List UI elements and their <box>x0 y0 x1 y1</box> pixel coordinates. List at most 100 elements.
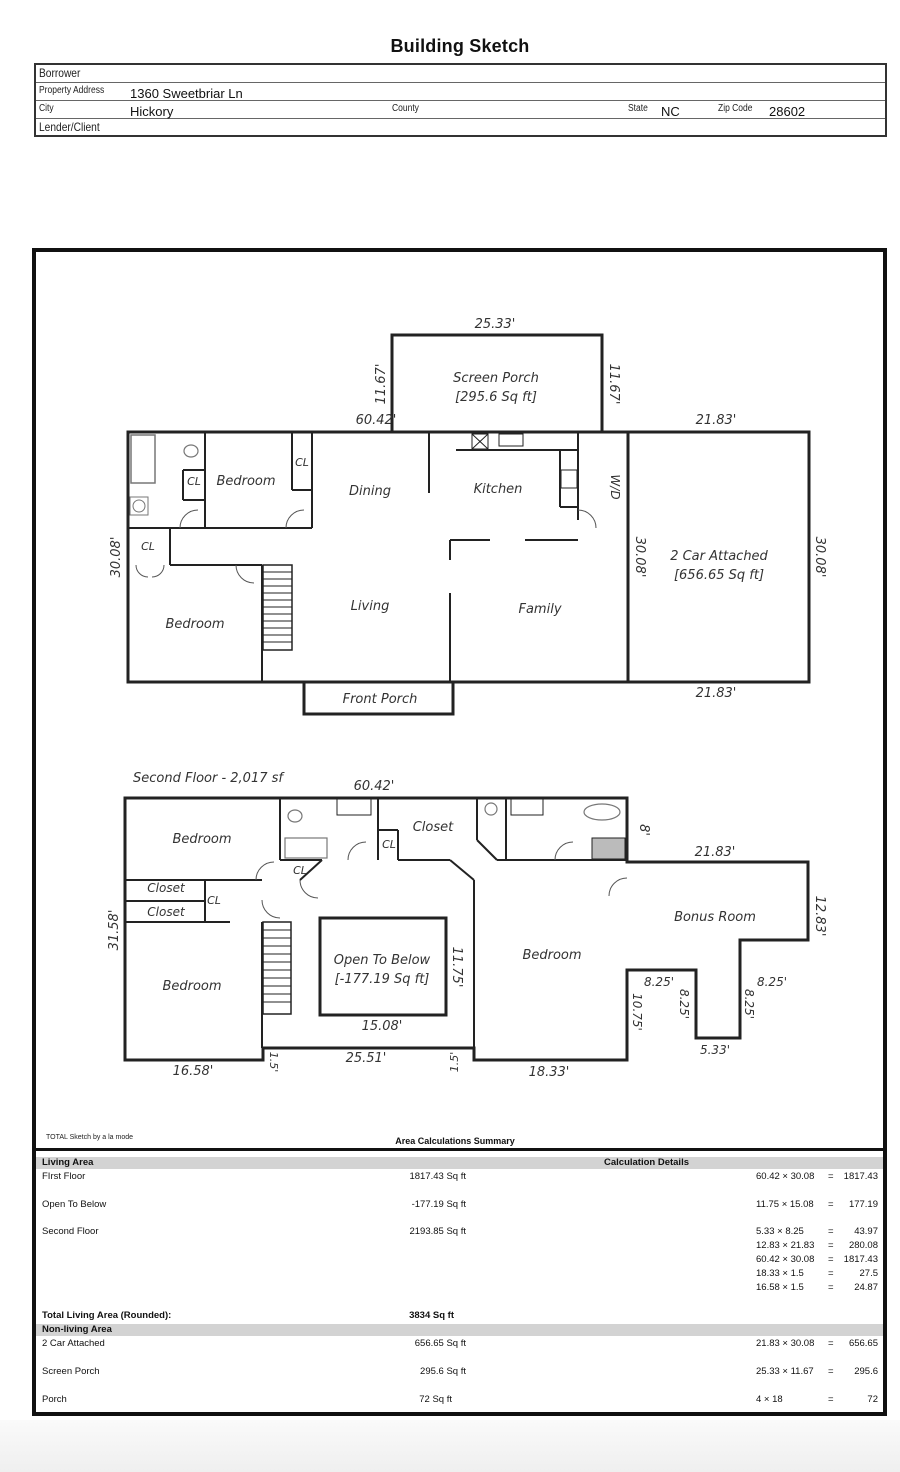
area-calculations-summary: Living Area Calculation Details FIrst Fl… <box>36 1148 883 1412</box>
living-area-header: Living Area Calculation Details <box>36 1157 883 1169</box>
room-screen-porch: Screen Porch <box>453 371 539 386</box>
row-area-second-floor: 2193.85 Sq ft <box>409 1226 466 1237</box>
row-area-porch: 72 Sq ft <box>419 1394 452 1405</box>
dim-otb-height: 11.75' <box>449 947 464 988</box>
room-garage-area: [656.65 Sq ft] <box>674 568 764 583</box>
room-cl-2: CL <box>295 456 309 469</box>
room-open-to-below-area: [-177.19 Sq ft] <box>335 972 430 987</box>
city-value: Hickory <box>130 104 174 119</box>
row-label-open-to-below: Open To Below <box>42 1199 107 1210</box>
row-label-second-floor: Second Floor <box>42 1226 99 1237</box>
dim-otb-width: 15.08' <box>362 1019 403 1034</box>
living-area-heading: Living Area <box>42 1157 94 1168</box>
page-bottom-background <box>0 1420 900 1472</box>
dim-porch-right: 11.67' <box>606 364 621 405</box>
dim-notch-top-left: 8.25' <box>644 975 674 989</box>
room-2f-bedroom-1: Bedroom <box>172 832 231 847</box>
room-cl-1: CL <box>187 475 201 488</box>
room-closet-3: Closet <box>413 820 454 835</box>
document-title: Building Sketch <box>390 36 530 56</box>
room-kitchen: Kitchen <box>474 482 523 497</box>
row-label-screen-porch: Screen Porch <box>42 1366 100 1377</box>
front-porch-outline <box>302 680 455 716</box>
room-cl-3: CL <box>141 540 155 553</box>
dim-notch-bottom: 5.33' <box>700 1043 730 1057</box>
zip-label: Zip Code <box>718 103 753 114</box>
room-bedroom-1: Bedroom <box>216 474 275 489</box>
row-area-garage: 656.65 Sq ft <box>414 1338 466 1349</box>
room-family: Family <box>518 602 561 617</box>
floor-plan: 25.33' Screen Porch [295.6 Sq ft] 11.67'… <box>107 317 827 1080</box>
lender-row: Lender/Client <box>36 119 885 137</box>
dim-porch-top: 25.33' <box>475 317 516 332</box>
row-area-open-to-below: -177.19 Sq ft <box>411 1199 466 1210</box>
dim-bonus-right: 12.83' <box>812 896 827 937</box>
room-screen-porch-area: [295.6 Sq ft] <box>455 390 537 405</box>
city-row: City Hickory County State NC Zip Code 28… <box>36 101 885 119</box>
address-row: Property Address 1360 Sweetbriar Ln <box>36 83 885 101</box>
dim-main-width: 60.42' <box>356 413 397 428</box>
room-2f-cl-2: CL <box>293 864 307 877</box>
room-2f-cl-1: CL <box>382 838 396 851</box>
property-info-table: Borrower Property Address 1360 Sweetbria… <box>34 63 887 137</box>
sketch-frame <box>32 248 887 1416</box>
dim-2f-top: 60.42' <box>354 779 395 794</box>
second-floor-title: Second Floor - 2,017 sf <box>133 771 285 786</box>
nonliving-area-header: Non-living Area <box>36 1324 883 1336</box>
room-open-to-below: Open To Below <box>334 953 431 968</box>
second-floor-outline <box>123 796 810 1062</box>
dim-bonus-left: 10.75' <box>630 993 644 1031</box>
city-label: City <box>39 103 54 114</box>
zip-value: 28602 <box>769 104 806 119</box>
room-garage: 2 Car Attached <box>670 549 768 564</box>
dim-notch-top-right: 8.25' <box>757 975 787 989</box>
dim-bath-right: 8' <box>636 824 651 836</box>
room-closet-2: Closet <box>147 905 186 919</box>
room-bonus: Bonus Room <box>674 910 756 925</box>
row-area-screen-porch: 295.6 Sq ft <box>420 1366 466 1377</box>
row-label-porch: Porch <box>42 1394 67 1405</box>
dim-bonus-top: 21.83' <box>695 845 736 860</box>
property-address-label: Property Address <box>39 85 105 96</box>
dim-2f-bottom-mid: 25.51' <box>346 1051 387 1066</box>
dim-step-right: 1.5' <box>448 1052 461 1073</box>
room-front-porch: Front Porch <box>343 692 418 707</box>
room-2f-cl-3: CL <box>207 894 221 907</box>
dim-garage-top: 21.83' <box>696 413 737 428</box>
dim-garage-right: 30.08' <box>812 537 827 578</box>
dim-garage-left: 30.08' <box>632 537 647 578</box>
row-area-first-floor: 1817.43 Sq ft <box>409 1171 466 1182</box>
nonliving-area-heading: Non-living Area <box>42 1324 112 1335</box>
room-closet-1: Closet <box>147 881 186 895</box>
dim-step-left: 1.5' <box>267 1052 280 1073</box>
dim-2f-left: 31.58' <box>107 910 122 951</box>
row-label-garage: 2 Car Attached <box>42 1338 105 1349</box>
software-credit: TOTAL Sketch by a la mode <box>46 1134 134 1141</box>
dim-garage-bottom: 21.83' <box>696 686 737 701</box>
dim-main-left: 30.08' <box>109 537 124 578</box>
dim-porch-left: 11.67' <box>374 364 389 405</box>
lender-label: Lender/Client <box>39 120 100 134</box>
open-to-below-outline <box>318 916 448 1017</box>
room-living: Living <box>351 599 390 614</box>
dim-notch-right: 8.25' <box>742 989 756 1019</box>
state-label: State <box>628 103 648 114</box>
row-label-first-floor: FIrst Floor <box>42 1171 86 1182</box>
state-value: NC <box>661 104 680 119</box>
room-2f-bedroom-2: Bedroom <box>162 979 221 994</box>
county-label: County <box>392 103 419 114</box>
room-bedroom-2: Bedroom <box>165 617 224 632</box>
total-living-area-label: Total Living Area (Rounded): <box>42 1310 172 1321</box>
room-dining: Dining <box>349 484 391 499</box>
dim-notch-left: 8.25' <box>677 989 691 1019</box>
borrower-label: Borrower <box>39 66 81 80</box>
total-living-area-value: 3834 Sq ft <box>409 1310 454 1321</box>
calculation-details-heading: Calculation Details <box>604 1157 689 1168</box>
summary-title: Area Calculations Summary <box>395 1136 515 1146</box>
garage-outline <box>626 430 811 684</box>
dim-2f-bottom-left: 16.58' <box>173 1064 214 1079</box>
borrower-row: Borrower <box>36 65 885 83</box>
room-wd: W/D <box>608 474 622 499</box>
property-address-value: 1360 Sweetbriar Ln <box>130 86 243 101</box>
dim-2f-bottom-right: 18.33' <box>529 1065 570 1080</box>
